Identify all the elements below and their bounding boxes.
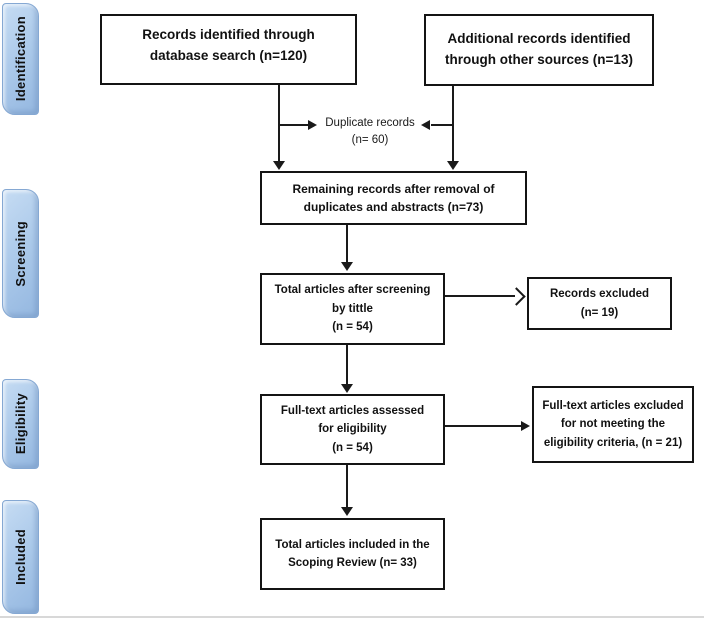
arrowhead-down-icon [341,507,353,516]
connector-line [445,425,521,427]
connector-line [346,465,348,508]
arrowhead-down-icon [273,161,285,170]
node-records-identified: Records identified through database sear… [100,14,357,85]
connector-line [346,225,348,263]
node-remaining-records: Remaining records after removal of dupli… [260,171,527,225]
connector-line [346,345,348,385]
arrowhead-down-icon [341,262,353,271]
connector-line [280,124,308,126]
stage-label-text: Screening [13,220,28,287]
stage-label-text: Eligibility [13,393,28,455]
connector-line [452,86,454,162]
stage-label-included: Included [2,500,39,614]
stage-label-text: Included [13,529,28,585]
node-fulltext-assessed: Full-text articles assessed for eligibil… [260,394,445,465]
stage-label-identification: Identification [2,3,39,115]
arrowhead-down-icon [447,161,459,170]
arrowhead-right-icon [308,120,317,130]
node-additional-records: Additional records identified through ot… [424,14,654,86]
stage-label-eligibility: Eligibility [2,379,39,469]
stage-label-screening: Screening [2,189,39,318]
connector-line [278,85,280,162]
arrowhead-down-icon [341,384,353,393]
node-records-excluded: Records excluded (n= 19) [527,277,672,330]
arrowhead-left-icon [421,120,430,130]
node-fulltext-excluded: Full-text articles excluded for not meet… [532,386,694,463]
stage-label-text: Identification [13,16,28,102]
connector-line [431,124,453,126]
figure-bottom-rule [0,616,704,618]
arrowhead-right-icon [521,421,530,431]
arrowhead-chevron-right-icon [507,287,526,306]
duplicates-annotation: Duplicate records (n= 60) [325,117,415,146]
node-screened-by-title: Total articles after screening by tittle… [260,273,445,345]
connector-line [445,295,515,297]
node-included-in-review: Total articles included in the Scoping R… [260,518,445,590]
